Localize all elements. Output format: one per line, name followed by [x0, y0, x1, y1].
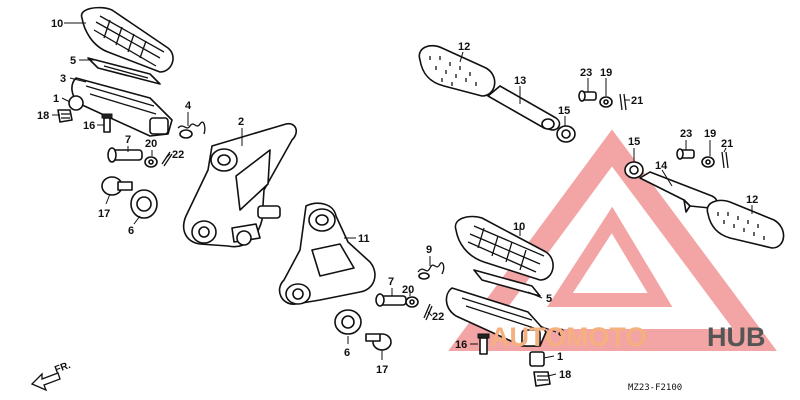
callout-23b: 23 — [680, 128, 692, 140]
watermark-text: AUTOMOTO HUB — [490, 322, 766, 352]
part-19-washer-top — [599, 96, 613, 108]
callout-1a: 1 — [53, 93, 59, 105]
leader-lines — [52, 22, 753, 377]
part-16-bolt-small-lower — [477, 333, 490, 355]
callout-4: 4 — [185, 100, 192, 112]
part-6-rubber-upper — [130, 189, 158, 219]
part-17-washer-upper — [101, 176, 133, 196]
part-7-pin-upper — [107, 147, 143, 163]
callout-5a: 5 — [70, 55, 76, 67]
callout-12a: 12 — [458, 41, 470, 53]
part-6-rubber-lower — [334, 309, 362, 335]
callout-1b: 1 — [557, 351, 563, 363]
callout-22a: 22 — [172, 149, 184, 161]
part-1-collar-upper — [68, 95, 84, 111]
part-9-spring-right — [417, 262, 445, 280]
part-10-rubber-lower-right — [454, 215, 554, 281]
part-21-pin-right — [721, 151, 729, 169]
callout-6a: 6 — [128, 225, 134, 237]
callout-12b: 12 — [746, 194, 758, 206]
part-20-washer-upper — [144, 156, 158, 168]
part-15-bushing-top — [556, 125, 576, 143]
callout-17b: 17 — [376, 364, 388, 376]
callout-18b: 18 — [559, 369, 571, 381]
callout-2: 2 — [238, 116, 244, 128]
part-23-bolt-right — [676, 148, 695, 160]
part-22-cotter-upper — [161, 151, 173, 167]
callout-17a: 17 — [98, 208, 110, 220]
part-12-rubber-top — [418, 44, 496, 97]
part-20-washer-lower — [405, 296, 419, 308]
callout-14: 14 — [655, 160, 668, 172]
callout-8: 8 — [558, 327, 564, 339]
callout-21b: 21 — [721, 138, 733, 150]
diagram-code: MZ23-F2100 — [628, 383, 682, 393]
part-1-collar-lower — [529, 351, 545, 367]
watermark-prefix: AUTOMOTO — [490, 322, 647, 352]
part-5-plate-lower-right — [473, 269, 541, 297]
callout-21a: 21 — [631, 95, 643, 107]
callout-11: 11 — [358, 233, 370, 245]
part-16-bolt-small-upper — [101, 113, 113, 133]
watermark-logo — [448, 129, 777, 351]
part-10-rubber-upper-left — [80, 6, 174, 73]
part-2-bracket-left — [182, 122, 298, 248]
callout-19a: 19 — [600, 67, 612, 79]
part-11-bracket-right — [278, 202, 376, 305]
callout-7b: 7 — [388, 276, 394, 288]
callout-19b: 19 — [704, 128, 716, 140]
part-12-rubber-right — [706, 199, 785, 249]
callout-10b: 10 — [513, 221, 525, 233]
callout-20a: 20 — [145, 138, 157, 150]
part-8-footpeg-right — [445, 287, 547, 347]
part-4-spring-left — [177, 121, 206, 139]
part-5-plate-upper-left — [87, 57, 161, 85]
direction-label: FR. — [53, 360, 72, 376]
callout-22b: 22 — [432, 311, 444, 323]
part-17-washer-lower — [365, 333, 392, 351]
callout-5b: 5 — [546, 293, 552, 305]
callout-3: 3 — [60, 73, 66, 85]
callout-23a: 23 — [580, 67, 592, 79]
part-15-bushing-right — [624, 161, 644, 179]
front-direction-arrow: FR. — [30, 360, 72, 392]
part-18-bolt-upper — [57, 109, 73, 123]
part-18-bolt-lower — [533, 371, 551, 387]
callout-16b: 16 — [455, 339, 467, 351]
part-19-washer-right — [701, 156, 715, 168]
callout-18a: 18 — [37, 110, 49, 122]
part-21-pin-top — [619, 93, 627, 111]
callout-9: 9 — [426, 244, 432, 256]
part-23-bolt-top — [578, 90, 597, 102]
callout-7a: 7 — [125, 134, 131, 146]
callout-16a: 16 — [83, 120, 95, 132]
watermark-suffix: HUB — [707, 322, 766, 352]
callout-15b: 15 — [628, 136, 640, 148]
callout-15a: 15 — [558, 105, 570, 117]
callout-20b: 20 — [402, 284, 414, 296]
callout-6b: 6 — [344, 347, 350, 359]
part-13-passenger-arm-top — [487, 85, 561, 131]
callout-10a: 10 — [51, 18, 63, 30]
callout-labels: 10 5 3 1 18 16 4 2 7 20 22 17 6 12 13 23… — [37, 18, 758, 381]
callout-13: 13 — [514, 75, 526, 87]
